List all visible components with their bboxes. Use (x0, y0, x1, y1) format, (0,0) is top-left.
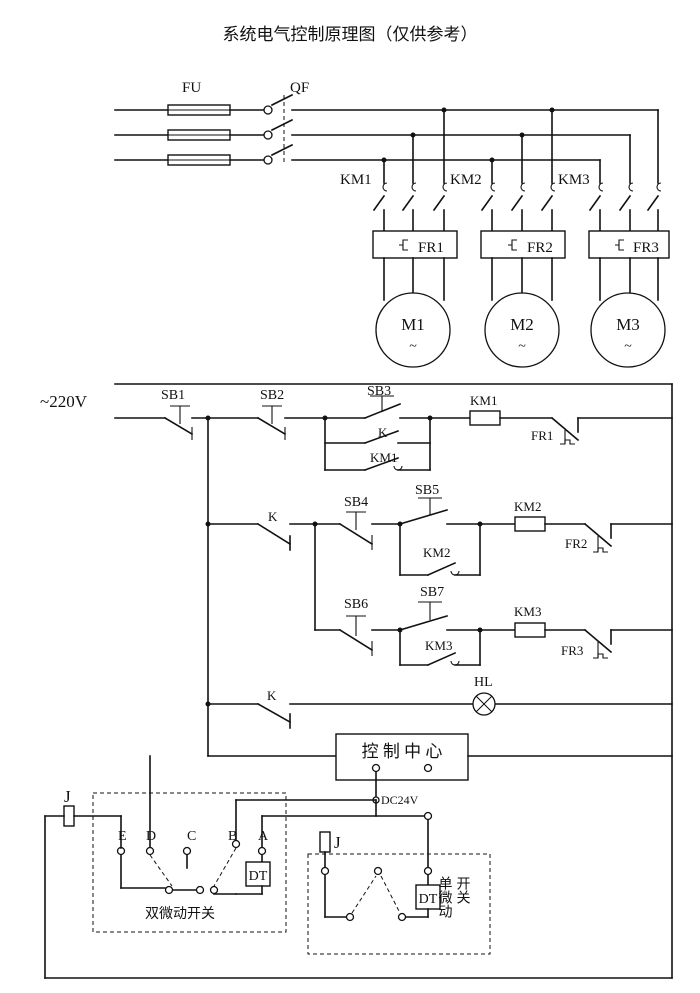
relay-j-right-label: J (334, 833, 341, 852)
contact-km1-hold-label: KM1 (370, 450, 397, 465)
button-sb3-label: SB3 (367, 384, 391, 399)
motor-m2-label: M2 (510, 315, 534, 334)
control-center-label: 控 制 中 心 (362, 742, 443, 761)
contactor-km2-label: KM2 (450, 172, 482, 188)
button-sb5 (399, 497, 448, 525)
relay-fr1-label: FR1 (418, 240, 444, 256)
button-sb5-label: SB5 (415, 483, 439, 498)
button-sb6 (338, 615, 374, 656)
terminal-d-label: D (146, 829, 156, 844)
double-micro-switch-label: 双微动开关 (145, 906, 215, 922)
contact-km3-hold-label: KM3 (425, 638, 452, 653)
diagram-title: 系统电气控制原理图（仅供参考） (223, 25, 478, 44)
supply-220v-label: ~220V (40, 392, 88, 411)
relay-fr2-label: FR2 (527, 240, 553, 256)
coil-km3-label: KM3 (514, 604, 541, 619)
power-circuit: FU QF (114, 80, 670, 368)
dt-double-switch (245, 861, 271, 887)
fuse-label: FU (182, 80, 201, 96)
button-sb7-label: SB7 (420, 585, 444, 600)
terminal-a-label: A (258, 829, 269, 844)
button-sb2 (256, 405, 287, 440)
breaker-label: QF (290, 80, 309, 96)
motor-m1-symbol: ~ (409, 339, 417, 354)
contact-k-sb3-label: K (378, 425, 388, 440)
contact-k-hl-label: K (267, 688, 277, 703)
button-sb3 (363, 395, 402, 420)
contactor-km3-label: KM3 (558, 172, 590, 188)
motor-group-3 (588, 109, 670, 368)
button-sb1 (163, 405, 194, 440)
indicator-lamp-hl-label: HL (474, 675, 493, 690)
button-sb4-label: SB4 (344, 495, 368, 510)
switch-section: E D C B A DT 双微动开关 J J (44, 755, 673, 979)
coil-km1-label: KM1 (470, 393, 497, 408)
relay-j-left (63, 805, 75, 827)
coil-km3 (514, 622, 546, 638)
contact-km2-hold-label: KM2 (423, 545, 450, 560)
terminal-e-label: E (118, 829, 127, 844)
motor-m3-symbol: ~ (624, 339, 632, 354)
motor-m2-symbol: ~ (518, 339, 526, 354)
relay-contact-fr1 (550, 416, 580, 445)
motor-m3-label: M3 (616, 315, 640, 334)
relay-contact-fr3-label: FR3 (561, 643, 583, 658)
button-sb2-label: SB2 (260, 388, 284, 403)
single-micro-switch-label-1: 单微动 (437, 876, 453, 919)
button-sb6-label: SB6 (344, 597, 368, 612)
indicator-lamp-hl (472, 692, 496, 716)
relay-contact-fr2 (583, 522, 613, 553)
contactor-km1-label: KM1 (340, 172, 372, 188)
relay-contact-fr3 (583, 628, 613, 659)
coil-km2 (514, 516, 546, 532)
control-center-box (335, 733, 469, 781)
contact-k-row2-label: K (268, 509, 278, 524)
motor-m1-label: M1 (401, 315, 425, 334)
relay-fr3-label: FR3 (633, 240, 659, 256)
coil-km1 (469, 410, 501, 426)
relay-j-left-label: J (64, 787, 71, 806)
button-sb1-label: SB1 (161, 388, 185, 403)
control-circuit: ~220V SB1 SB2 (40, 383, 673, 979)
button-sb7 (399, 601, 448, 631)
single-micro-switch-label-2: 开关 (455, 876, 471, 904)
motor-group-2 (480, 109, 566, 368)
relay-j-right (319, 831, 331, 853)
dc24v-label: DC24V (381, 793, 419, 807)
relay-contact-fr1-label: FR1 (531, 428, 553, 443)
double-micro-switch-box (92, 792, 287, 933)
terminal-c-label: C (187, 829, 196, 844)
fuse-fu (167, 104, 231, 166)
relay-contact-fr2-label: FR2 (565, 536, 587, 551)
terminal-b-label: B (228, 829, 237, 844)
breaker-qf (263, 93, 294, 165)
dt-single-switch (415, 884, 441, 910)
dt-double-label: DT (249, 869, 268, 884)
dt-single-label: DT (419, 892, 438, 907)
coil-km2-label: KM2 (514, 499, 541, 514)
single-micro-switch-box (307, 853, 491, 955)
button-sb4 (338, 511, 374, 550)
motor-group-1 (372, 109, 458, 368)
